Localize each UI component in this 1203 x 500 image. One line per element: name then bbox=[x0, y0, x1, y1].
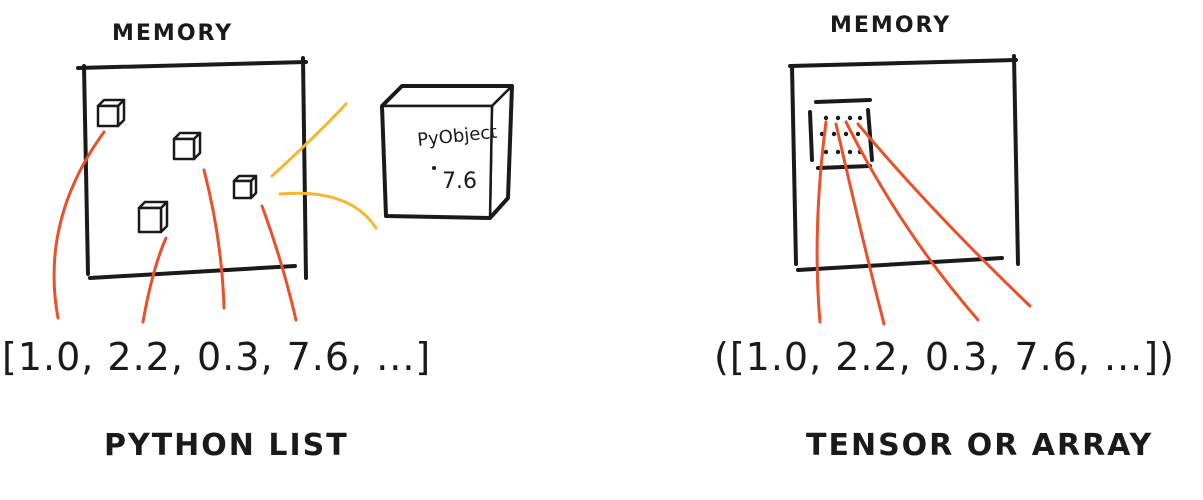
pyobject-cube: PyObject 7.6 bbox=[380, 84, 514, 220]
pointer-arrow bbox=[844, 120, 980, 322]
right-memory-label: MEMORY bbox=[830, 13, 951, 38]
python-object-cube-1 bbox=[96, 98, 126, 128]
pointer-arrow bbox=[856, 122, 1032, 308]
python-list-caption: PYTHON LIST bbox=[104, 428, 349, 463]
zoom-lines bbox=[270, 102, 378, 230]
python-list-values: [1.0, 2.2, 0.3, 7.6, ...] bbox=[2, 335, 431, 379]
contiguous-block bbox=[808, 98, 874, 170]
left-memory-label: MEMORY bbox=[112, 21, 233, 46]
pointer-arrow bbox=[202, 168, 226, 310]
tensor-pointers bbox=[815, 120, 1032, 326]
right-memory-box bbox=[788, 54, 1020, 272]
python-list-panel: MEMORY bbox=[2, 21, 514, 463]
pointer-arrow bbox=[260, 204, 298, 322]
pointer-arrow bbox=[141, 236, 168, 324]
pointer-arrow bbox=[815, 120, 828, 324]
python-object-cube-2 bbox=[172, 131, 202, 161]
python-list-pointers bbox=[52, 130, 298, 324]
tensor-array-panel: MEMORY bbox=[714, 13, 1175, 463]
python-object-cube-3 bbox=[232, 174, 258, 200]
python-object-cube-4 bbox=[137, 200, 169, 234]
left-memory-box bbox=[76, 56, 308, 280]
pointer-arrow bbox=[52, 130, 106, 320]
tensor-list-values: ([1.0, 2.2, 0.3, 7.6, ...]) bbox=[714, 335, 1175, 379]
pointer-arrow bbox=[834, 122, 886, 326]
tensor-caption: TENSOR OR ARRAY bbox=[806, 428, 1153, 463]
pyobject-value: 7.6 bbox=[442, 169, 477, 194]
